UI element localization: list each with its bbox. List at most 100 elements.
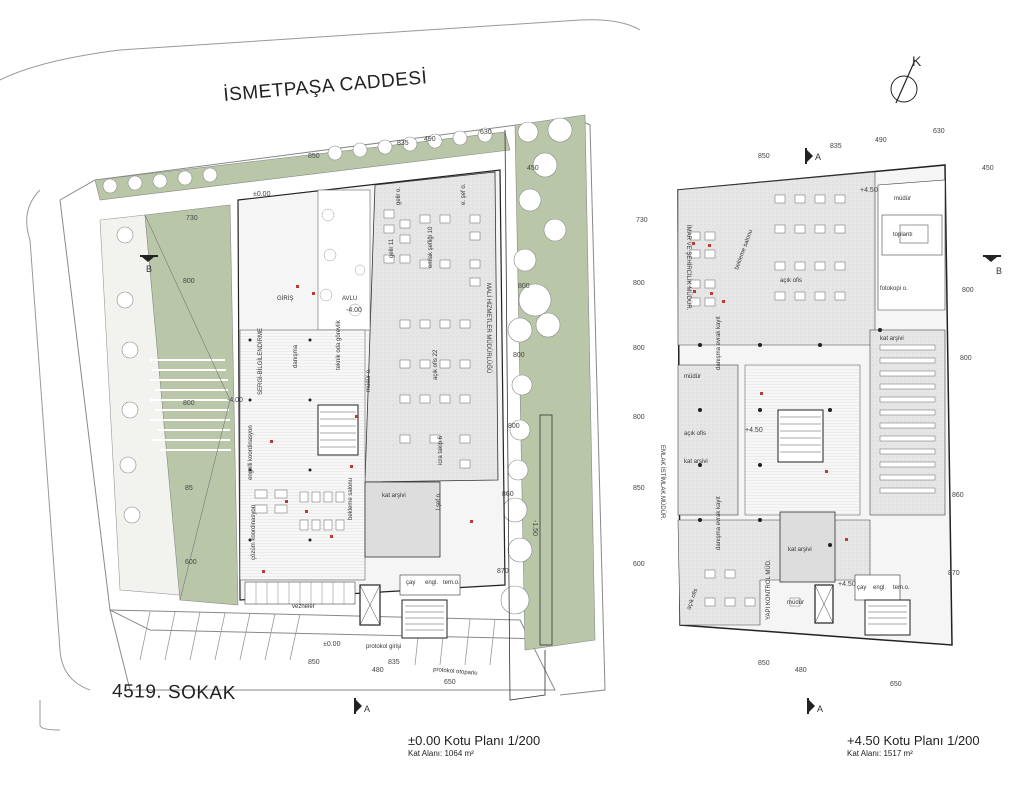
room-archive: kat arşivi [382,493,406,499]
section-markers: A B A A B [140,148,1002,714]
svg-text:860: 860 [502,491,514,498]
svg-text:+4.50: +4.50 [860,187,878,194]
room-director-mid: müdür [684,374,701,380]
room-lift: l.şef o. [436,492,442,510]
svg-text:600: 600 [185,559,197,566]
room-court: AVLU [342,296,357,302]
room-income: gelir 11 [389,238,395,258]
room-archive-mid: kat arşivi [684,459,708,465]
svg-text:730: 730 [186,215,198,222]
room-waiting: bekleme salonu [348,478,354,520]
room-building-control: YAPI KONTROL MÜD. [765,559,772,620]
room-info: danışma [293,344,299,368]
room-manager: gelir o. [396,187,402,205]
room-info-archive: danışma evrak kayıt [716,316,722,370]
svg-text:600: 600 [633,561,645,568]
room-archive-bottom: kat arşivi [788,547,812,553]
svg-text:490: 490 [424,136,436,143]
room-protocol-parking: protokol otoparkı [433,667,478,677]
svg-text:835: 835 [397,140,409,147]
room-tea: çay [406,580,415,586]
section-b-right: B [996,266,1002,276]
room-clean-right: tem.o. [893,585,910,591]
svg-text:800: 800 [518,283,530,290]
svg-text:850: 850 [633,485,645,492]
right-plan-caption: +4.50 Kotu Planı 1/200 Kat Alanı: 1517 m… [847,733,980,758]
right-plan-title: +4.50 Kotu Planı 1/200 [847,733,980,748]
east-landscape-strip [500,114,596,651]
room-protocol-entry: protokol girişi [366,644,401,650]
room-open-office: açık ofis 22 [433,349,439,380]
upper-floor-building [677,164,953,646]
svg-text:480: 480 [372,667,384,674]
room-cashier: vezneler [292,604,315,610]
svg-text:+4.50: +4.50 [838,581,856,588]
svg-text:800: 800 [962,287,974,294]
room-expropriation: EMLAK İSTİMLAK MÜDÜR. [659,445,666,520]
svg-text:800: 800 [633,280,645,287]
svg-text:800: 800 [508,423,520,430]
svg-text:85: 85 [185,485,193,492]
svg-text:730: 730 [636,217,648,224]
right-plan-area: Kat Alanı: 1517 m² [847,749,913,758]
section-a-right-top: A [815,152,821,162]
room-chief: e. şef o. [461,183,467,205]
svg-text:-1.50: -1.50 [531,520,538,536]
room-tea-right: çay [857,585,866,591]
svg-text:-4.00: -4.00 [346,307,362,314]
room-entrance: GİRİŞ [277,295,293,302]
svg-text:800: 800 [960,355,972,362]
room-clean: tem.o. [443,580,460,586]
room-solution-coord: çözüm koordinasyon [251,505,257,560]
svg-text:800: 800 [183,278,195,285]
svg-text:800: 800 [633,345,645,352]
left-room-labels: GİRİŞ AVLU SERGİ-BİLGİLENDİRME danışma t… [248,183,492,677]
room-exhibition: SERGİ-BİLGİLENDİRME [257,328,264,395]
west-plaza [99,204,239,606]
svg-text:860: 860 [952,492,964,499]
svg-text:850: 850 [308,659,320,666]
street-north: İSMETPAŞA CADDESİ [223,67,429,106]
room-photocopy: fotokopi o. [880,286,908,292]
left-plan-area: Kat Alanı: 1064 m² [408,749,474,758]
room-disabled-coord: engelli koordinasyon [248,425,254,480]
svg-text:-4.00: -4.00 [227,397,243,404]
section-a-right-bottom: A [817,704,823,714]
svg-text:650: 650 [890,681,902,688]
svg-text:850: 850 [758,153,770,160]
svg-text:870: 870 [948,570,960,577]
room-director: müdür o. [366,368,372,392]
left-plan-caption: ±0.00 Kotu Planı 1/200 Kat Alanı: 1064 m… [408,733,540,758]
svg-text:±0.00: ±0.00 [253,191,271,198]
svg-text:450: 450 [527,165,539,172]
ground-floor-building [237,129,553,701]
north-landscape-strip [94,127,511,201]
svg-text:630: 630 [480,129,492,136]
svg-text:±0.00: ±0.00 [323,641,341,648]
svg-text:+4.50: +4.50 [745,427,763,434]
room-director-top: müdür [894,196,911,202]
room-director-bottom: müdür [787,600,804,606]
room-floor-archive: kat arşivi [880,336,904,342]
svg-text:450: 450 [982,165,994,172]
svg-text:800: 800 [183,400,195,407]
north-arrow: K [890,53,922,104]
svg-text:800: 800 [513,352,525,359]
svg-text:835: 835 [388,659,400,666]
section-a-left: A [364,704,370,714]
svg-text:650: 650 [444,679,456,686]
room-wc-right: engl. [873,585,886,591]
room-tech: teknik oda görevlik [336,319,342,370]
svg-text:835: 835 [830,143,842,150]
left-plan-title: ±0.00 Kotu Planı 1/200 [408,733,541,748]
svg-text:800: 800 [633,414,645,421]
section-b-left: B [146,264,152,274]
north-arrow-label: K [912,53,922,69]
right-dimensions: 850 835 490 630 850 480 650 730 800 800 … [633,128,994,688]
street-south: 4519. SOKAK [112,681,236,704]
left-dimensions: 850 835 490 630 850 835 480 650 730 800 … [183,129,539,686]
svg-text:490: 490 [875,137,887,144]
svg-text:870: 870 [497,568,509,575]
svg-text:850: 850 [308,153,320,160]
